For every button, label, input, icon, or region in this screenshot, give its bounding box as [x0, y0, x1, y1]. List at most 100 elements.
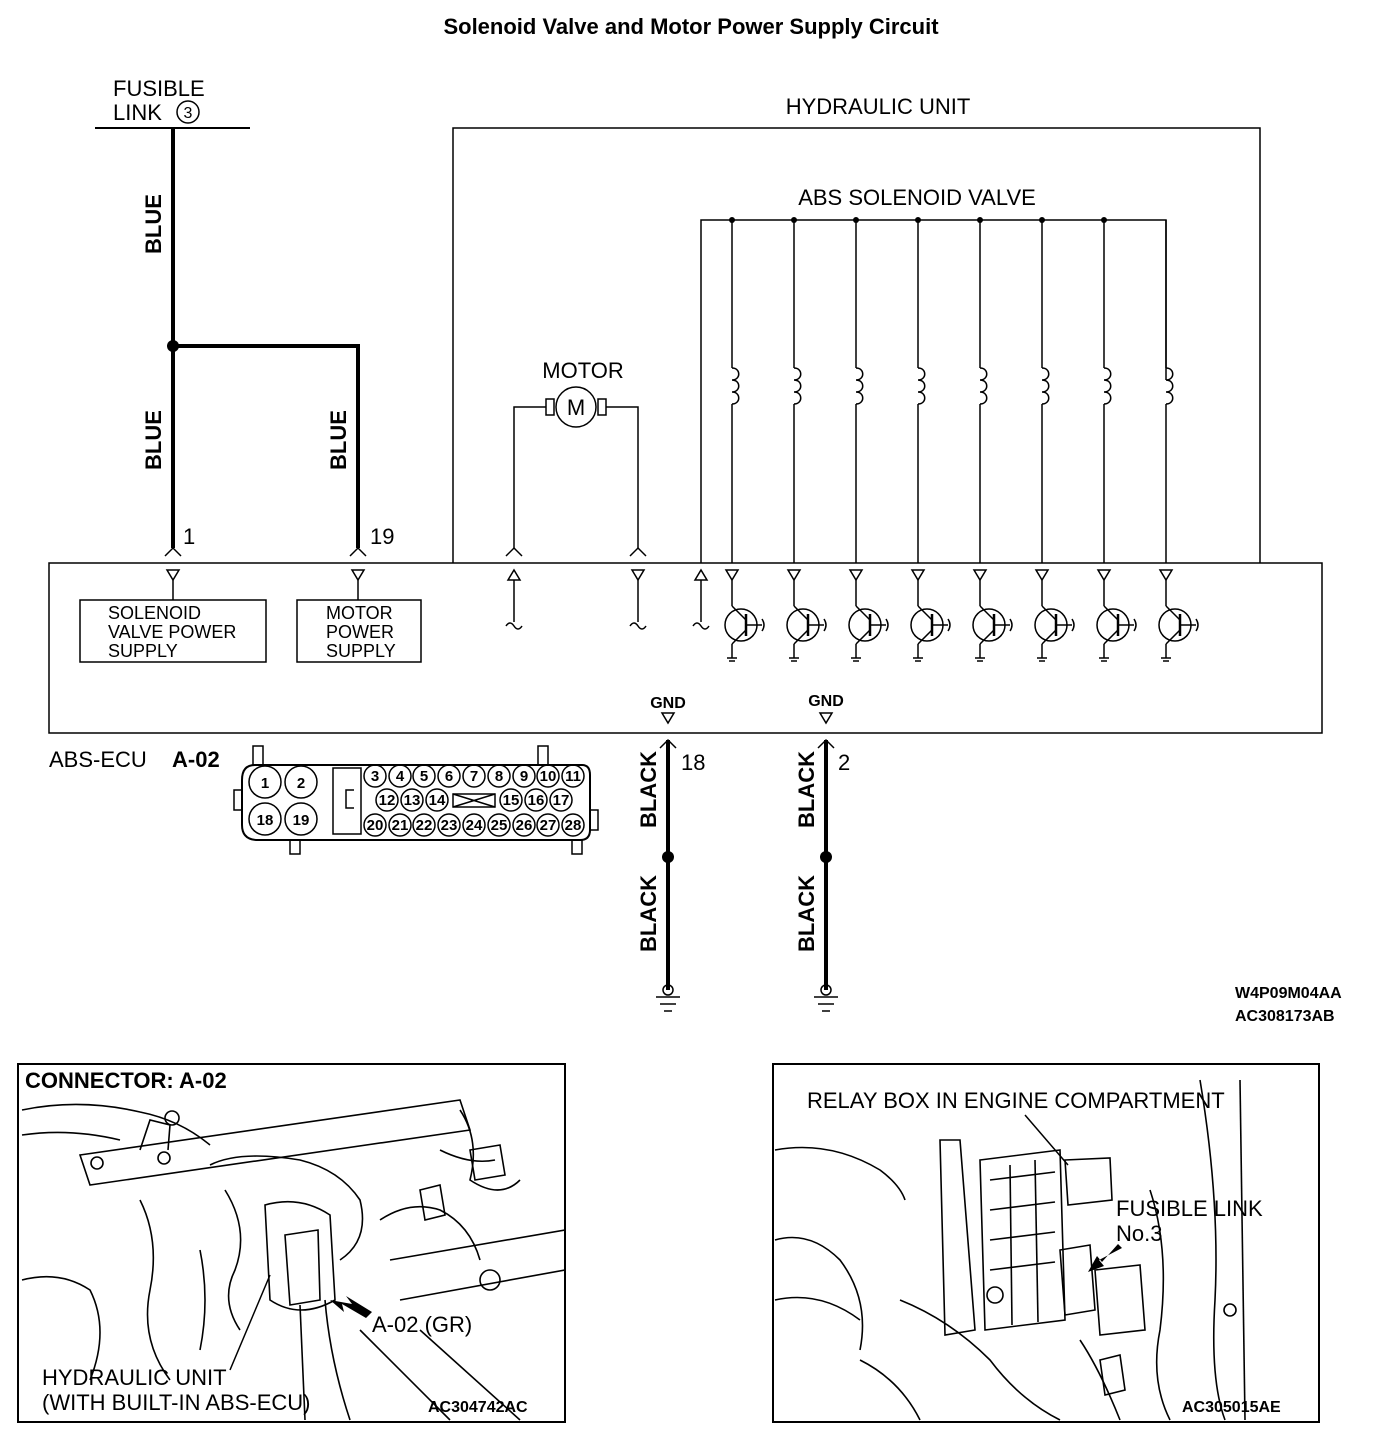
motor-terminal-left: [545, 398, 555, 416]
connector-pin-label: 19: [293, 812, 310, 829]
motor: MOTOR M: [505, 358, 647, 557]
solenoid-coil: [1039, 217, 1050, 563]
connector-pin-label: 8: [495, 768, 503, 785]
connector-pin-label: 13: [404, 792, 421, 809]
connector-pin-label: 15: [503, 792, 520, 809]
driver-transistor: [848, 569, 889, 662]
blue-wire-junction: [167, 340, 179, 352]
abs-ecu-name: ABS-ECU: [49, 747, 147, 772]
solenoid-coil: [1101, 217, 1112, 563]
solenoid-supply-box: [79, 599, 267, 663]
wire-label-blue-3: BLUE: [326, 410, 351, 470]
connector-pin-label: 22: [416, 817, 433, 834]
wire-label-blue-2: BLUE: [141, 410, 166, 470]
connector-pin: [284, 802, 318, 836]
motor-label: MOTOR: [542, 358, 623, 383]
chevron-motor-left: [505, 546, 523, 557]
motor-supply-box: [296, 599, 422, 663]
connector-pin-label: 20: [367, 817, 384, 834]
connector-pin-label: 17: [553, 792, 570, 809]
driver-transistor: [786, 569, 827, 662]
driver-transistor: [724, 569, 765, 662]
abs-ecu-box: [48, 562, 1323, 734]
motor-supply-line2: POWER: [326, 622, 394, 642]
abs-ecu-label: ABS-ECU: [49, 747, 147, 772]
connector-pin: [363, 813, 387, 837]
driver-transistor: [1096, 569, 1137, 662]
connector-pin: [437, 764, 461, 788]
connector-pin: [388, 764, 412, 788]
fusible-link-label-1: FUSIBLE: [113, 76, 205, 101]
connector-pin: [412, 764, 436, 788]
solenoid-coil: [1165, 220, 1174, 563]
chevron-pin-1: [164, 546, 182, 557]
connector-pin: [375, 788, 399, 812]
gnd-label-2: GND: [808, 693, 844, 710]
wire-label-black-2-lower: BLACK: [794, 875, 819, 952]
motor-icon: [555, 386, 597, 428]
solenoid-coil: [791, 217, 802, 563]
photo-left-frame: [17, 1063, 566, 1423]
blue-wires: BLUE BLUE BLUE: [141, 128, 360, 548]
photo-left-callout: A-02 (GR): [372, 1312, 472, 1337]
connector-pin: [549, 788, 573, 812]
photo-left-caption-1: HYDRAULIC UNIT: [42, 1365, 227, 1390]
blue-wire-branch: [173, 344, 360, 548]
driver-transistor: [1158, 569, 1199, 662]
connector-pin-label: 14: [429, 792, 446, 809]
ground-wires: 18 2 BLACK BLACK BLACK BLACK: [636, 738, 850, 1012]
connector-pin: [248, 802, 282, 836]
photo-right-header: RELAY BOX IN ENGINE COMPARTMENT: [807, 1088, 1225, 1113]
connector-pin: [487, 764, 511, 788]
wire-label-black-18-upper: BLACK: [636, 751, 661, 828]
connector-pin: [561, 813, 585, 837]
connector-pin-label: 5: [420, 768, 428, 785]
ground-icon-2: [814, 984, 838, 1012]
photo-right-callout-1: FUSIBLE LINK: [1116, 1196, 1263, 1221]
gnd-label-1: GND: [650, 695, 686, 712]
connector-pin-label: 27: [540, 817, 557, 834]
connector-pin-label: 2: [297, 775, 305, 792]
photo-relay-box: RELAY BOX IN ENGINE COMPARTMENT FUSIBLE …: [772, 1063, 1320, 1423]
solenoid-coil: [853, 217, 864, 563]
connector-pin-label: 18: [257, 812, 274, 829]
solenoid-bus: [700, 219, 1167, 563]
photo-right-frame: [772, 1063, 1320, 1423]
connector-pin: [499, 788, 523, 812]
connector-pin: [412, 813, 436, 837]
driver-transistor: [1034, 569, 1075, 662]
pin-label-19: 19: [370, 524, 394, 549]
connector-pin: [388, 813, 412, 837]
solenoid-coil: [915, 217, 926, 563]
connector-pin-label: 3: [371, 768, 379, 785]
solenoid-supply-line2: VALVE POWER: [108, 622, 236, 642]
connector-pin: [248, 765, 282, 799]
callout-arrow-left: [330, 1296, 372, 1318]
code-ac308: AC308173AB: [1235, 1008, 1335, 1025]
photo-left-caption-2: (WITH BUILT-IN ABS-ECU): [42, 1390, 311, 1415]
diagram-title: Solenoid Valve and Motor Power Supply Ci…: [443, 14, 939, 39]
solenoid-coil: [977, 217, 988, 563]
connector-pin: [487, 813, 511, 837]
solenoid-coil: [729, 217, 740, 563]
pin-label-1: 1: [183, 524, 195, 549]
connector-pin: [437, 813, 461, 837]
chevron-pin-19: [349, 546, 367, 557]
driver-transistor: [972, 569, 1013, 662]
connector-pin-label: 6: [445, 768, 453, 785]
photo-connector-a02: CONNECTOR: A-02 A-02 (GR) HYDRAULIC UNIT…: [17, 1063, 566, 1423]
driver-transistor: [910, 569, 951, 662]
wire-label-black-18-lower: BLACK: [636, 875, 661, 952]
connector-pin-label: 16: [528, 792, 545, 809]
solenoid-drivers: [724, 569, 1199, 662]
connector-pin: [425, 788, 449, 812]
callout-arrow-right: [1088, 1244, 1122, 1272]
connector-pin: [462, 764, 486, 788]
ecu-motor-lines: [505, 568, 710, 630]
connector-pin: [536, 813, 560, 837]
fusible-link-label-2: LINK: [113, 100, 162, 125]
connector-pin-label: 28: [565, 817, 582, 834]
connector-pin-label: 10: [540, 768, 557, 785]
hydraulic-unit-label: HYDRAULIC UNIT: [786, 94, 971, 119]
